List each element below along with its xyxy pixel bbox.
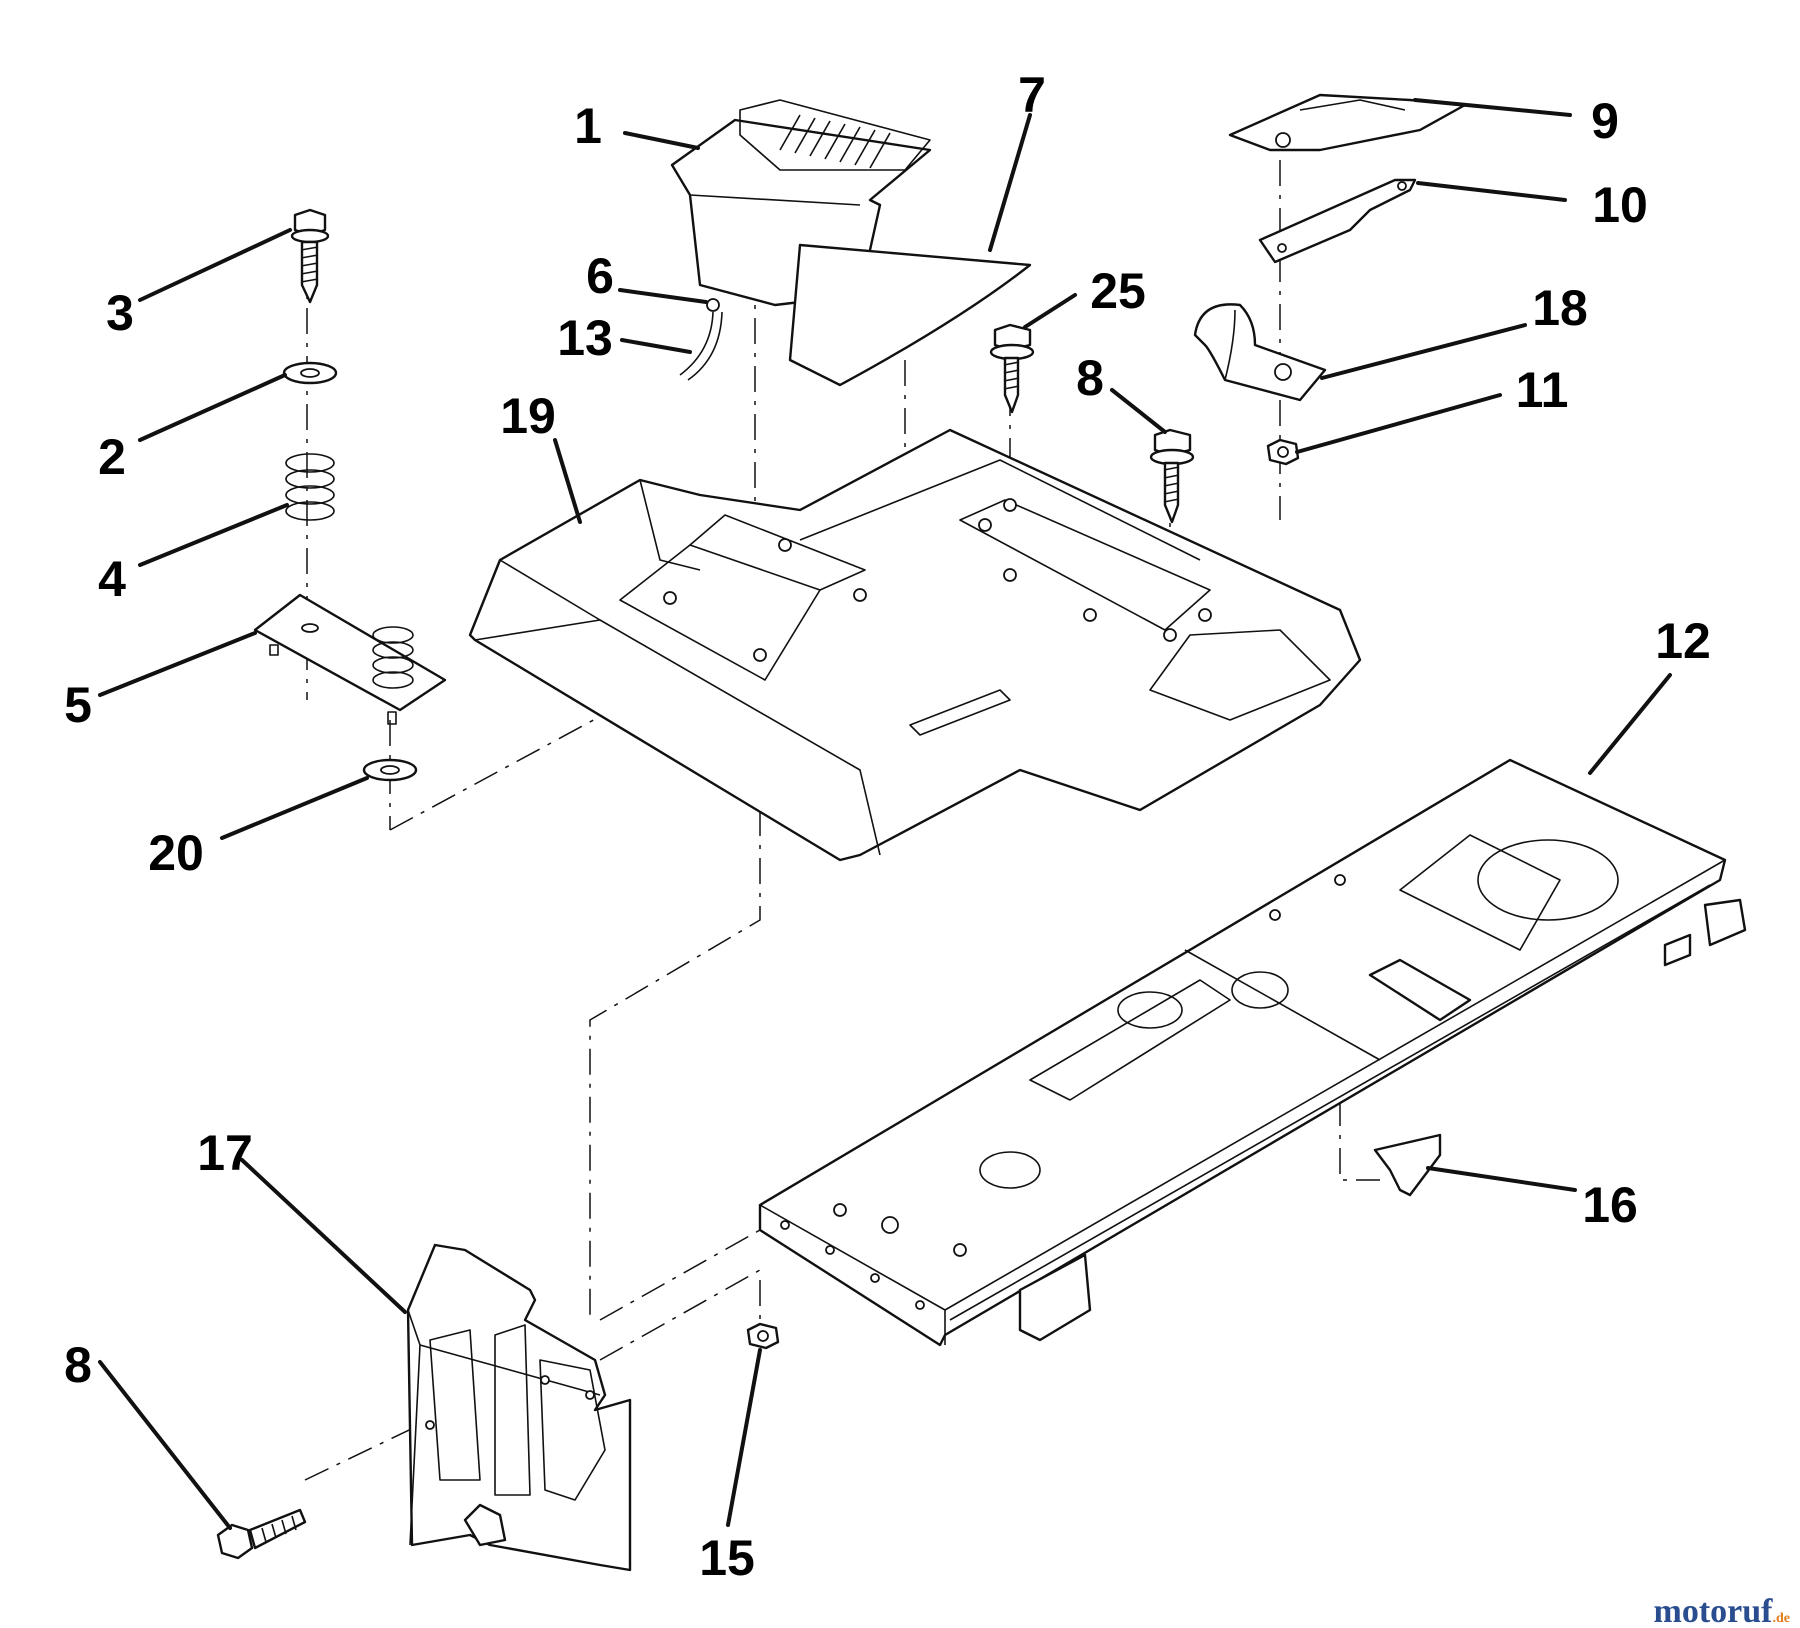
part-clip-16 — [1373, 1133, 1442, 1197]
part-bolt-3 — [290, 208, 330, 304]
callout-16: 16 — [1582, 1177, 1638, 1233]
part-frame — [758, 758, 1747, 1347]
callout-17: 17 — [197, 1125, 253, 1181]
callout-18: 18 — [1532, 280, 1588, 336]
part-bracket-plate — [1258, 178, 1417, 264]
tray-grille — [779, 114, 891, 169]
callout-12: 12 — [1655, 613, 1711, 669]
callout-7: 7 — [1018, 67, 1046, 123]
callout-1: 1 — [574, 98, 602, 154]
callout-10: 10 — [1592, 177, 1648, 233]
part-spring-plate — [253, 593, 447, 725]
watermark: motoruf.de — [1654, 1593, 1790, 1628]
part-hose — [679, 311, 723, 381]
callout-20: 20 — [148, 825, 204, 881]
callout-6: 6 — [586, 248, 614, 304]
callout-8a: 8 — [1076, 350, 1104, 406]
part-front-plate — [406, 1243, 632, 1572]
part-washer-2 — [282, 361, 338, 385]
callout-5: 5 — [64, 677, 92, 733]
callout-numbers: 1 7 9 10 3 6 25 18 13 8 11 2 19 4 12 5 2… — [64, 67, 1711, 1586]
part-body-panel — [468, 428, 1362, 862]
callout-25: 25 — [1090, 263, 1146, 319]
callout-9: 9 — [1591, 93, 1619, 149]
part-screw-8-top — [1149, 428, 1195, 524]
leader-lines — [98, 98, 1672, 1530]
watermark-brand: motoruf — [1654, 1593, 1774, 1628]
part-clamp — [706, 298, 720, 312]
part-mounting-clip — [1193, 303, 1327, 402]
callout-8b: 8 — [64, 1337, 92, 1393]
part-washer-20 — [362, 758, 418, 782]
part-nut-15 — [746, 1322, 780, 1350]
callout-11: 11 — [1516, 362, 1569, 418]
part-nut-top — [1266, 438, 1300, 466]
callout-3: 3 — [106, 285, 134, 341]
callout-4: 4 — [98, 551, 126, 607]
part-spring-4 — [285, 453, 335, 521]
callout-13: 13 — [557, 310, 613, 366]
watermark-tld: .de — [1773, 1611, 1791, 1626]
part-decal — [788, 243, 1032, 387]
part-bolt-8-bottom — [216, 1508, 307, 1560]
part-cover-plate — [1228, 93, 1467, 152]
callout-2: 2 — [98, 429, 126, 485]
part-screw-25 — [989, 323, 1035, 414]
callout-19: 19 — [500, 388, 556, 444]
callout-15: 15 — [699, 1530, 755, 1586]
